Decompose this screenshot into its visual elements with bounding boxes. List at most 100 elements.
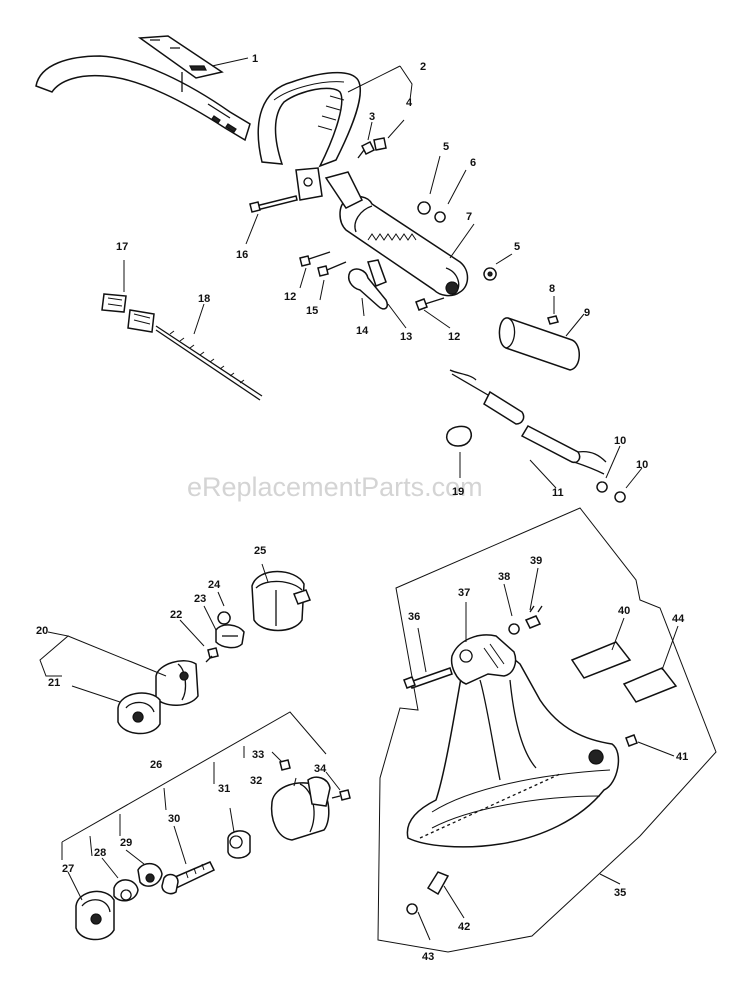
label-12-left: 12: [284, 291, 296, 303]
label-23: 23: [194, 593, 206, 605]
nut-part-5-upper: [417, 201, 431, 215]
screw-part-43: [406, 903, 418, 915]
screw-part-41: [625, 734, 638, 747]
washer-part-29: [137, 862, 163, 887]
label-22: 22: [170, 609, 182, 621]
terminal-part-10-lower: [614, 491, 626, 503]
leader-lines: [39, 57, 679, 941]
screw-part-12-right: [415, 297, 445, 311]
label-17: 17: [116, 241, 128, 253]
label-35: 35: [614, 887, 626, 899]
screw-part-4: [373, 137, 387, 151]
label-40: 40: [618, 605, 630, 617]
decal-part-40: [570, 641, 632, 679]
label-43: 43: [422, 951, 434, 963]
grip-part-9: [498, 317, 580, 371]
label-11: 11: [552, 487, 564, 499]
screw-part-33: [279, 759, 291, 771]
label-4: 4: [406, 97, 413, 109]
nut-part-24: [217, 611, 231, 625]
label-27: 27: [62, 863, 74, 875]
boot-part-19: [446, 425, 472, 447]
label-1: 1: [252, 53, 258, 65]
screw-part-12-left: [299, 251, 331, 267]
bolt-part-36: [403, 667, 453, 689]
shaft-tube: [35, 55, 251, 142]
label-14: 14: [356, 325, 369, 337]
guard-panel-outline: [377, 507, 717, 953]
label-13: 13: [400, 331, 412, 343]
label-12-right: 12: [448, 331, 460, 343]
label-21: 21: [48, 677, 60, 689]
label-38: 38: [498, 571, 510, 583]
label-10-lower: 10: [636, 459, 648, 471]
label-10-upper: 10: [614, 435, 626, 447]
label-5-lower: 5: [514, 241, 520, 253]
trigger-part-14: [348, 268, 389, 310]
throttle-housing: [324, 171, 469, 297]
label-33: 33: [252, 749, 264, 761]
label-41: 41: [676, 751, 688, 763]
screw-part-22: [205, 647, 219, 663]
label-19: 19: [452, 486, 464, 498]
label-24: 24: [208, 579, 221, 591]
loop-handle: [257, 71, 362, 201]
guard-part-35: [406, 651, 620, 848]
washer-part-6: [434, 211, 446, 223]
label-16: 16: [236, 249, 248, 261]
label-32: 32: [250, 775, 262, 787]
bearing-part-31: [227, 830, 251, 859]
screw-part-15: [317, 261, 347, 277]
label-18: 18: [198, 293, 210, 305]
label-15: 15: [306, 305, 318, 317]
cap-part-27: [75, 890, 115, 941]
label-37: 37: [458, 587, 470, 599]
throttle-cable-part-11: [449, 369, 607, 475]
label-9: 9: [584, 307, 590, 319]
label-39: 39: [530, 555, 542, 567]
part-labels: 1 2 4 3 5 6 7 5 8 9 10 10 11 19 12 15 14…: [36, 53, 688, 963]
ring-part-28: [113, 879, 139, 902]
label-42: 42: [458, 921, 470, 933]
washer-part-38: [508, 623, 520, 635]
label-7: 7: [466, 211, 472, 223]
label-26: 26: [150, 759, 162, 771]
drive-cable-part-18: [155, 325, 263, 401]
label-5-upper: 5: [443, 141, 449, 153]
label-34: 34: [314, 763, 327, 775]
nut-part-5-lower: [483, 267, 497, 281]
decal-part-44: [622, 667, 678, 703]
label-25: 25: [254, 545, 266, 557]
shaft-part-30: [161, 861, 216, 895]
lever-part-13: [367, 259, 387, 287]
label-29: 29: [120, 837, 132, 849]
blade-part-42: [426, 871, 450, 896]
adapter-part-20: [155, 660, 199, 706]
decal-part-1: [137, 35, 224, 79]
screw-part-3: [357, 140, 376, 159]
housing-part-32: [270, 776, 331, 841]
clip-part-8: [547, 315, 559, 325]
label-6: 6: [470, 157, 476, 169]
clamp-part-25: [251, 570, 311, 632]
terminal-part-10-upper: [596, 481, 608, 493]
label-31: 31: [218, 783, 230, 795]
screw-part-34: [331, 789, 351, 801]
label-36: 36: [408, 611, 420, 623]
watermark: eReplacementParts.com: [187, 472, 483, 502]
label-2: 2: [420, 61, 426, 73]
label-44: 44: [672, 613, 685, 625]
cover-part-21: [117, 692, 161, 735]
label-3: 3: [369, 111, 375, 123]
drive-sleeve-part-17: [101, 293, 155, 333]
label-20: 20: [36, 625, 48, 637]
bracket-part-23: [215, 624, 245, 649]
wingnut-part-39: [524, 605, 543, 629]
bolt-part-16: [249, 195, 298, 213]
label-8: 8: [549, 283, 555, 295]
mount-part-37: [450, 634, 517, 685]
label-30: 30: [168, 813, 180, 825]
label-28: 28: [94, 847, 106, 859]
